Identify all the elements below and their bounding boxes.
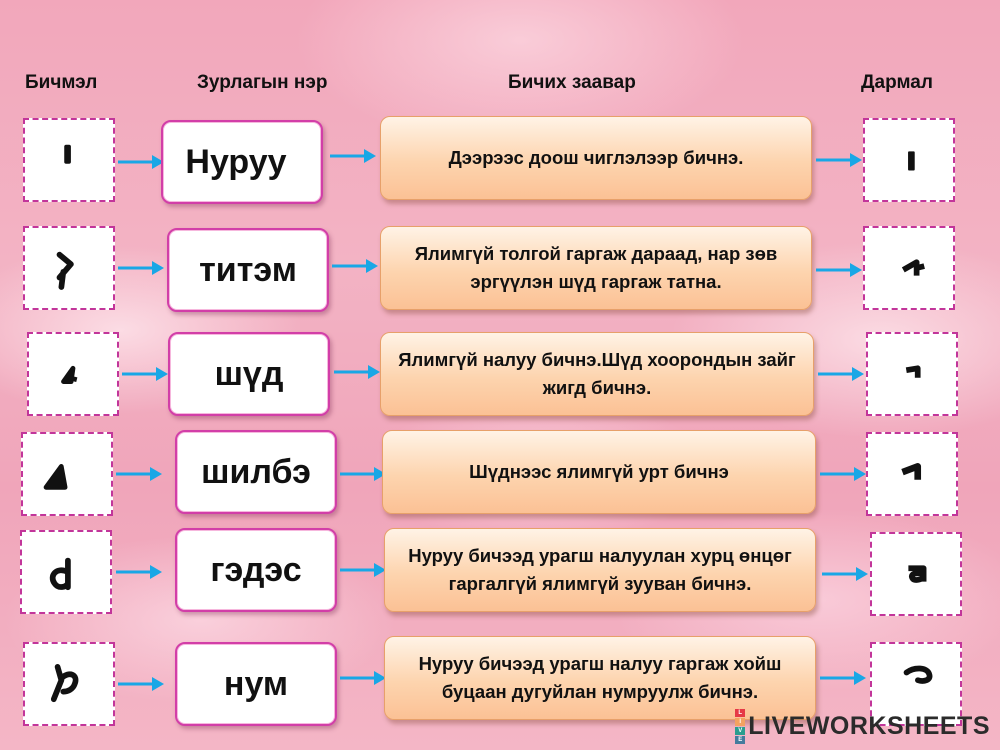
name-box[interactable]: титэм	[167, 228, 329, 312]
logo-mark-letter: V	[735, 727, 746, 735]
nuruu-written-icon	[64, 144, 71, 164]
shud-written-icon	[61, 365, 78, 384]
arrow-right-icon	[340, 671, 386, 685]
instruction-text: Шүднээс ялимгүй урт бичнэ	[469, 461, 729, 483]
written-drop-box[interactable]	[23, 226, 115, 310]
instruction-box: Нуруу бичээд урагш налуу гаргаж хойш буц…	[384, 636, 816, 720]
element-name: Нуруу	[185, 142, 287, 181]
arrow-right-icon	[816, 153, 862, 167]
instruction-text: Нуруу бичээд урагш налуу гаргаж хойш буц…	[418, 653, 782, 702]
element-name: нум	[223, 664, 289, 703]
num-printed-icon	[903, 665, 933, 684]
instruction-box: Нуруу бичээд урагш налуулан хурц өнцөг г…	[384, 528, 816, 612]
arrow-right-icon	[820, 467, 866, 481]
arrow-right-icon	[116, 467, 162, 481]
name-box[interactable]: шилбэ	[175, 430, 337, 514]
arrow-right-icon	[118, 677, 164, 691]
printed-drop-box[interactable]	[866, 432, 958, 516]
written-drop-box[interactable]	[20, 530, 112, 614]
element-name: шилбэ	[201, 452, 311, 491]
logo-text: LIVEWORKSHEETS	[748, 712, 990, 740]
row-gedes: гэдэс Нуруу бичээд урагш налуулан хурц ө…	[0, 528, 1000, 618]
written-drop-box[interactable]	[23, 118, 115, 202]
row-num: нум Нуруу бичээд урагш налуу гаргаж хойш…	[0, 636, 1000, 730]
written-drop-box[interactable]	[27, 332, 119, 416]
element-name: шүд	[214, 354, 284, 393]
logo-mark-icon: L I V E	[735, 709, 746, 744]
arrow-right-icon	[818, 367, 864, 381]
arrow-right-icon	[118, 155, 164, 169]
arrow-right-icon	[118, 261, 164, 275]
instruction-box: Дээрээс доош чиглэлээр бичнэ.	[380, 116, 812, 200]
element-name: гэдэс	[210, 550, 302, 589]
arrow-right-icon	[330, 149, 376, 163]
row-titem: титэм Ялимгүй толгой гаргаж дараад, нар …	[0, 224, 1000, 314]
arrow-right-icon	[822, 567, 868, 581]
row-nuruu: Нуруу Дээрээс доош чиглэлээр бичнэ.	[0, 116, 1000, 206]
logo-mark-letter: I	[735, 718, 746, 726]
instruction-box: Ялимгүй толгой гаргаж дараад, нар зөв эр…	[380, 226, 812, 310]
nuruu-printed-icon	[908, 151, 915, 171]
titem-written-icon	[56, 251, 74, 290]
instruction-box: Шүднээс ялимгүй урт бичнэ	[382, 430, 816, 514]
name-box[interactable]: гэдэс	[175, 528, 337, 612]
logo-mark-letter: E	[735, 736, 746, 744]
titem-printed-icon	[901, 259, 925, 276]
liveworksheets-logo: L I V E LIVEWORKSHEETS	[735, 709, 990, 744]
written-drop-box[interactable]	[21, 432, 113, 516]
arrow-right-icon	[334, 365, 380, 379]
arrow-right-icon	[820, 671, 866, 685]
arrow-right-icon	[340, 563, 386, 577]
instruction-text: Дээрээс доош чиглэлээр бичнэ.	[448, 147, 744, 169]
shilbe-written-icon	[43, 464, 68, 490]
written-drop-box[interactable]	[23, 642, 115, 726]
instruction-text: Нуруу бичээд урагш налуулан хурц өнцөг г…	[408, 545, 792, 594]
arrow-right-icon	[122, 367, 168, 381]
header-written: Бичмэл	[25, 72, 98, 93]
row-shilbe: шилбэ Шүднээс ялимгүй урт бичнэ	[0, 430, 1000, 520]
printed-drop-box[interactable]	[870, 532, 962, 616]
printed-drop-box[interactable]	[866, 332, 958, 416]
instruction-text: Ялимгүй налуу бичнэ.Шүд хоорондын зайг ж…	[398, 349, 796, 398]
name-box[interactable]: шүд	[168, 332, 330, 416]
logo-mark-letter: L	[735, 709, 746, 717]
arrow-right-icon	[116, 565, 162, 579]
printed-drop-box[interactable]	[863, 118, 955, 202]
shilbe-printed-icon	[901, 463, 922, 480]
instruction-box: Ялимгүй налуу бичнэ.Шүд хоорондын зайг ж…	[380, 332, 814, 416]
row-shud: шүд Ялимгүй налуу бичнэ.Шүд хоорондын за…	[0, 330, 1000, 420]
header-printed: Дармал	[861, 72, 933, 93]
printed-drop-box[interactable]	[863, 226, 955, 310]
arrow-right-icon	[340, 467, 386, 481]
arrow-right-icon	[816, 263, 862, 277]
instruction-text: Ялимгүй толгой гаргаж дараад, нар зөв эр…	[414, 243, 778, 292]
header-instruction: Бичих заавар	[508, 72, 636, 93]
name-box[interactable]: нум	[175, 642, 337, 726]
printed-drop-box[interactable]	[870, 642, 962, 726]
shud-printed-icon	[905, 365, 921, 378]
element-name: титэм	[199, 250, 297, 289]
header-element-name: Зурлагын нэр	[197, 72, 328, 93]
gedes-printed-icon	[908, 565, 927, 583]
gedes-written-icon	[49, 557, 71, 591]
num-written-icon	[50, 664, 79, 703]
arrow-right-icon	[332, 259, 378, 273]
name-box[interactable]: Нуруу	[161, 120, 323, 204]
